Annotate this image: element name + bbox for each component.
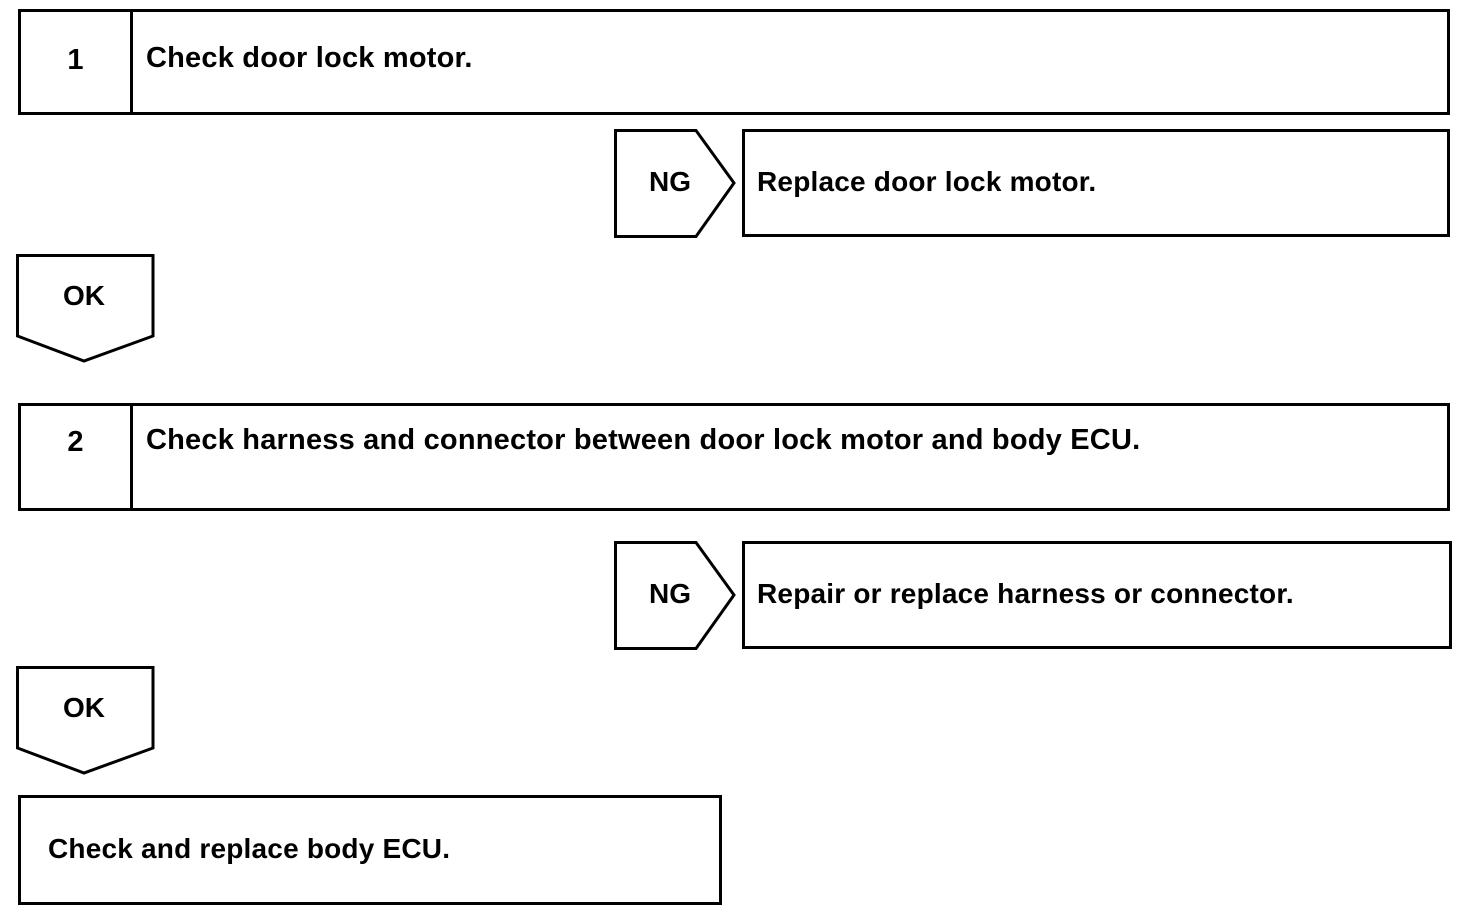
ng-result-box-1: [742, 129, 1450, 237]
ng-label-1: NG: [649, 166, 691, 197]
ng-arrow-1: [614, 129, 736, 238]
step-2-text: Check harness and connector between door…: [146, 424, 1141, 456]
ok-arrow-1: [16, 254, 155, 363]
final-action-box: [18, 795, 722, 905]
ng-result-box-2: [742, 541, 1452, 649]
ng-label-2: NG: [649, 578, 691, 609]
step-1-number: 1: [21, 12, 133, 112]
ok-arrow-2: [16, 666, 155, 775]
step-2-number: 2: [21, 406, 133, 508]
step-1-box: 1 Check door lock motor.: [18, 9, 1450, 115]
ok-label-2: OK: [63, 692, 105, 723]
ok-label-1: OK: [63, 280, 105, 311]
step-2-box: 2 Check harness and connector between do…: [18, 403, 1450, 511]
ng-result-text-2: Repair or replace harness or connector.: [757, 578, 1294, 609]
step-1-text: Check door lock motor.: [146, 42, 473, 74]
final-action-text: Check and replace body ECU.: [48, 833, 451, 864]
ng-arrow-2: [614, 541, 736, 650]
ng-result-text-1: Replace door lock motor.: [757, 166, 1097, 197]
